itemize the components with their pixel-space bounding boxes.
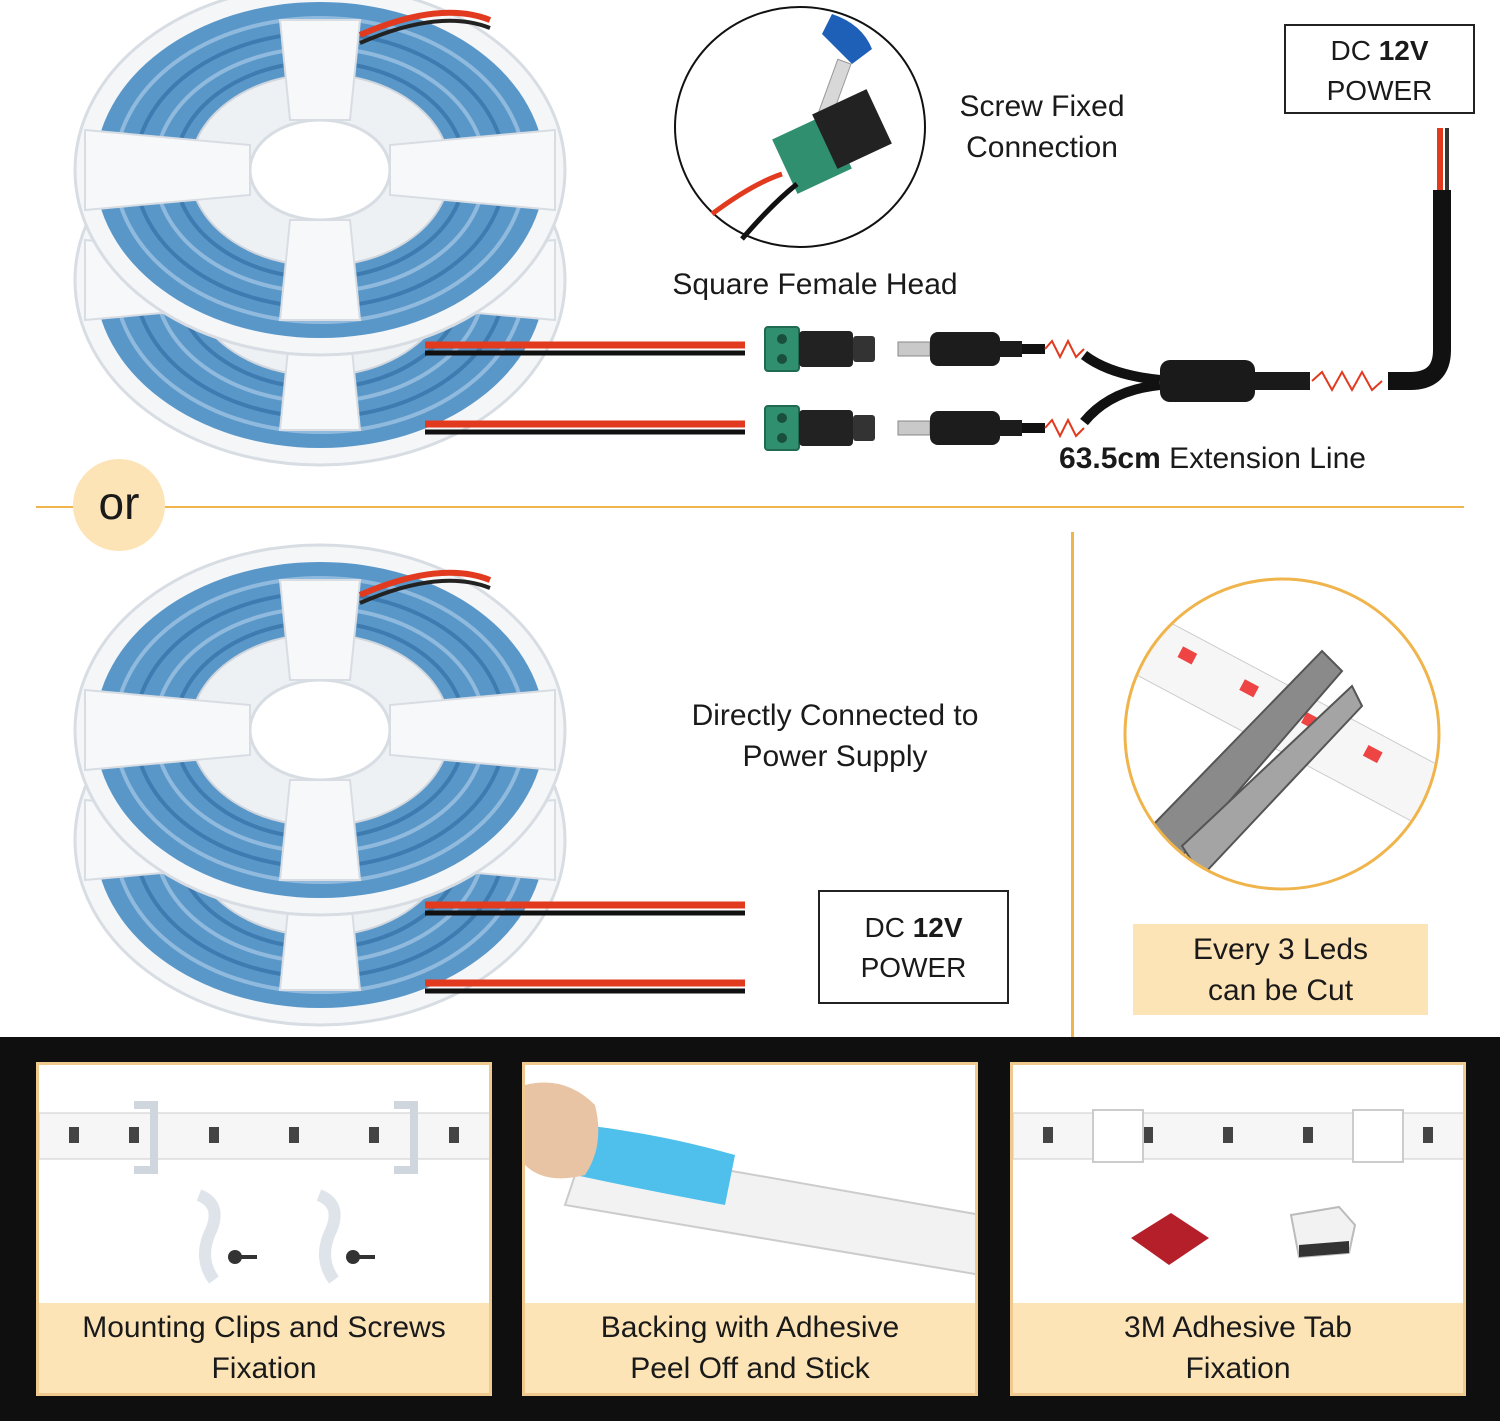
screw-icon [228,1250,257,1264]
cut-note-tag: Every 3 Leds can be Cut [1133,924,1428,1015]
led-strip-icon [1013,1109,1463,1163]
male-connector-icon [897,331,1023,367]
scissors-icon [1123,577,1441,891]
panel-adhesive-backing: Backing with Adhesive Peel Off and Stick [522,1062,978,1396]
adhesive-tab-icon [1289,1205,1357,1259]
panel-caption: 3M Adhesive Tab Fixation [1013,1303,1463,1393]
power-box-mid: DC 12V POWER [818,890,1009,1004]
vertical-divider [1071,532,1074,1037]
adhesive-tab-icon [1131,1213,1209,1265]
direct-connect-label: Directly Connected to Power Supply [691,699,979,773]
power-box-top: DC 12V POWER [1284,24,1475,114]
or-badge: or [73,459,165,551]
panel-mounting-clips: Mounting Clips and Screws Fixation [36,1062,492,1396]
screwdriver-icon [674,6,926,248]
adhesive-tape-icon [525,1082,975,1276]
direct-wires [425,901,745,994]
square-female-head-label: Square Female Head [672,268,958,301]
male-connector-icon [897,410,1023,446]
or-divider-line [36,506,1464,508]
female-connector-icon [764,405,876,451]
female-connector-icon [764,326,876,372]
panel-caption: Mounting Clips and Screws Fixation [39,1303,489,1393]
extension-line-label: 63.5cm Extension Line [1059,442,1366,475]
screw-fixed-label: Screw Fixed Connection [959,90,1125,164]
wiring-diagram-top [425,128,1451,451]
screw-icon [346,1250,375,1264]
mounting-clip-icon [39,1101,489,1284]
panel-caption: Backing with Adhesive Peel Off and Stick [525,1303,975,1393]
y-splitter-icon [1160,360,1310,402]
panel-3m-tab: 3M Adhesive Tab Fixation [1010,1062,1466,1396]
